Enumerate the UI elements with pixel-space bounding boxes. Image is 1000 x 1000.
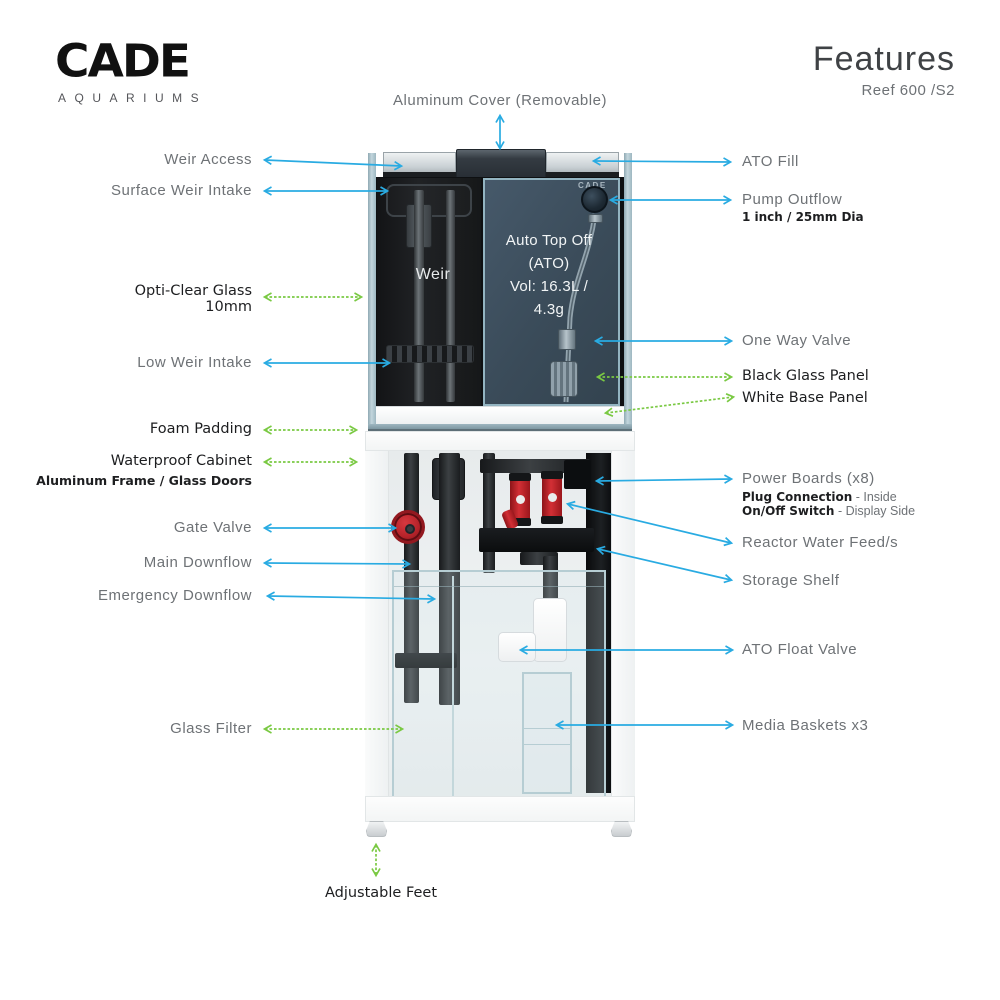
- sump-back-rim: [394, 586, 604, 587]
- cover-right: [546, 152, 619, 173]
- cabinet-left-post: [365, 451, 389, 813]
- label-glass-filter: Glass Filter: [170, 720, 252, 737]
- label-weir-access: Weir Access: [164, 151, 252, 168]
- label-aluminum-cover: Aluminum Cover (Removable): [393, 92, 607, 109]
- ato-float-valve-part: [498, 632, 536, 662]
- ato-line-2: (ATO): [528, 255, 570, 272]
- tank-bottom-edge: [368, 424, 632, 431]
- page-title-block: Features Reef 600 /S2: [813, 40, 955, 99]
- valve-dot: [548, 493, 557, 502]
- ato-volume-text: Auto Top Off (ATO) Vol: 16.3L / 4.3g: [486, 229, 612, 321]
- tank-brand-mark: CADE: [578, 181, 607, 190]
- pump-outflow-part: [581, 186, 608, 213]
- emergency-downflow-pipe: [439, 453, 460, 705]
- opti-clear-line2: 10mm: [205, 299, 252, 315]
- adjustable-foot-right: [611, 821, 632, 837]
- label-emergency-downflow: Emergency Downflow: [97, 587, 252, 604]
- label-opti-clear-glass: Opti-Clear Glass 10mm: [135, 283, 252, 315]
- valve-cap: [541, 516, 563, 524]
- page-title: Features: [812, 40, 955, 78]
- label-white-base-panel: White Base Panel: [742, 390, 868, 406]
- power-boards-sub1-bold: Plug Connection: [742, 490, 853, 504]
- low-weir-intake-part: [386, 345, 474, 363]
- label-pump-outflow-sub: 1 inch / 25mm Dia: [742, 210, 864, 224]
- label-main-downflow: Main Downflow: [143, 554, 252, 571]
- valve-cap: [509, 473, 531, 481]
- glass-sump: [392, 570, 606, 800]
- label-ato-float-valve: ATO Float Valve: [742, 641, 858, 658]
- media-basket-divider: [524, 744, 570, 745]
- label-waterproof-cabinet-sub: Aluminum Frame / Glass Doors: [36, 473, 252, 488]
- label-waterproof-cabinet: Waterproof Cabinet: [110, 453, 252, 469]
- valve-dot: [516, 495, 525, 504]
- label-power-boards: Power Boards (x8): [742, 470, 875, 487]
- media-basket-divider: [524, 728, 570, 729]
- valve-cap: [509, 518, 531, 526]
- label-adjustable-feet: Adjustable Feet: [324, 885, 438, 901]
- label-storage-shelf: Storage Shelf: [742, 572, 840, 589]
- brand-logo: CADE AQUARIUMS: [55, 34, 275, 105]
- arrow-weir-access: [262, 155, 404, 171]
- power-boards-sub2-rest: - Display Side: [834, 504, 916, 518]
- weir-chamber-label: Weir: [415, 266, 451, 283]
- gate-valve-part: [391, 510, 425, 544]
- weir-pipe-1: [414, 190, 424, 402]
- label-surface-weir-intake: Surface Weir Intake: [111, 182, 252, 199]
- weir-pipe-2: [446, 190, 455, 402]
- brand-wordmark: CADE: [55, 35, 191, 88]
- label-one-way-valve: One Way Valve: [742, 332, 852, 349]
- cabinet-bottom-bar: [365, 796, 635, 822]
- ato-reservoir: [533, 598, 567, 662]
- label-ato-fill: ATO Fill: [742, 153, 799, 170]
- adjustable-foot-left: [366, 821, 387, 837]
- cover-right-underside: [546, 172, 619, 178]
- tank-glass-right: [624, 153, 632, 431]
- pump-fitting: [588, 214, 603, 223]
- label-black-glass-panel: Black Glass Panel: [742, 368, 869, 384]
- tube-union-fitting: [550, 361, 578, 397]
- cabinet-right-post: [611, 451, 635, 813]
- label-power-boards-sub2: On/Off Switch - Display Side: [742, 504, 915, 518]
- page-subtitle: Reef 600 /S2: [861, 82, 955, 99]
- media-basket-stack: [522, 672, 572, 794]
- label-media-baskets: Media Baskets x3: [742, 717, 869, 734]
- reactor-valve-2: [541, 471, 563, 524]
- ato-line-3: Vol: 16.3L /: [509, 278, 589, 295]
- cover-left-underside: [383, 172, 456, 178]
- label-pump-outflow: Pump Outflow: [742, 191, 843, 208]
- brand-subtext: AQUARIUMS: [58, 91, 208, 105]
- manifold-header-pipe: [480, 459, 590, 473]
- pipe-bracket: [395, 653, 457, 668]
- sump-baffle: [452, 576, 454, 796]
- power-boards-sub1-rest: - Inside: [852, 490, 897, 504]
- cover-left: [383, 152, 456, 173]
- tank-glass-left: [368, 153, 376, 431]
- one-way-valve-part: [558, 329, 576, 350]
- label-low-weir-intake: Low Weir Intake: [137, 354, 252, 371]
- white-base-panel-part: [376, 406, 624, 424]
- ato-line-4: 4.3g: [533, 301, 565, 318]
- gate-valve-hub: [405, 524, 415, 534]
- cover-center: [456, 149, 546, 180]
- valve-cap: [541, 471, 563, 479]
- reactor-valve-1: [509, 473, 531, 526]
- ato-line-1: Auto Top Off: [505, 232, 593, 249]
- label-power-boards-sub1: Plug Connection - Inside: [742, 490, 897, 504]
- label-foam-padding: Foam Padding: [149, 421, 252, 437]
- manifold-box: [564, 460, 591, 489]
- opti-clear-line1: Opti-Clear Glass: [134, 283, 252, 299]
- label-gate-valve: Gate Valve: [173, 519, 252, 536]
- label-reactor-water-feed: Reactor Water Feed/s: [742, 534, 899, 551]
- cabinet-top-bar: [365, 431, 635, 451]
- storage-shelf-part: [479, 528, 594, 552]
- power-boards-sub2-bold: On/Off Switch: [742, 504, 835, 518]
- ato-tube-graphic: [563, 213, 598, 403]
